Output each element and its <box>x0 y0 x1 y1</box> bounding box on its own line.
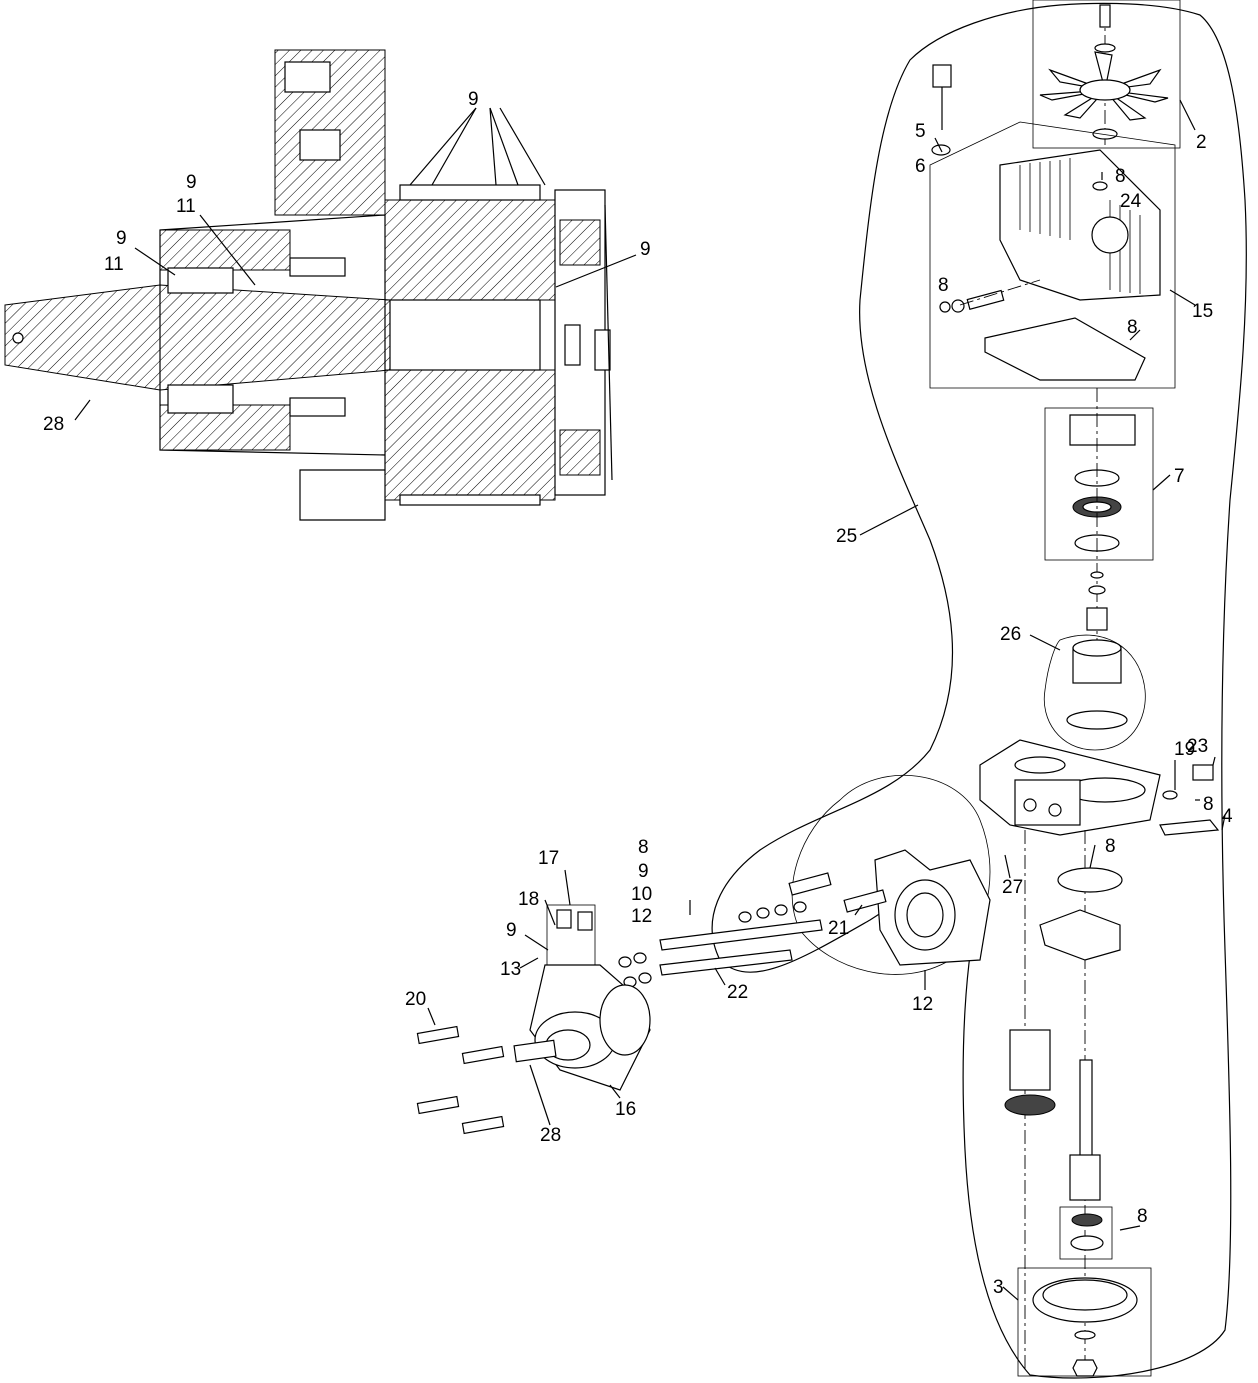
callout-20: 20 <box>405 989 426 1010</box>
dipstick <box>931 64 952 156</box>
callout-22: 22 <box>727 982 748 1003</box>
callout-11: 11 <box>104 254 124 275</box>
callout-9: 9 <box>506 920 517 941</box>
reservoir-housing <box>929 121 1176 389</box>
callout-4: 4 <box>1222 806 1233 827</box>
callout-28: 28 <box>43 414 64 435</box>
callout-12: 12 <box>631 906 652 927</box>
output-shaft <box>1059 1059 1113 1260</box>
callout-9: 9 <box>116 228 127 249</box>
callout-25: 25 <box>836 526 857 547</box>
callout-11: 11 <box>176 196 196 217</box>
callout-3: 3 <box>993 1277 1004 1298</box>
callout-8: 8 <box>938 275 949 296</box>
callout-18: 18 <box>518 889 539 910</box>
callout-9: 9 <box>468 89 479 110</box>
valve-block <box>513 904 651 1091</box>
callout-13: 13 <box>500 959 521 980</box>
callout-10: 10 <box>631 884 652 905</box>
callout-21: 21 <box>828 918 849 939</box>
cylinder-block <box>1043 571 1146 751</box>
pump-plate <box>1039 909 1121 961</box>
callout-8: 8 <box>1105 836 1116 857</box>
callout-8: 8 <box>1115 166 1126 187</box>
callout-8: 8 <box>638 837 649 858</box>
callout-19: 19 <box>1174 739 1195 760</box>
callout-5: 5 <box>915 121 926 142</box>
callout-2: 2 <box>1196 132 1207 153</box>
callout-24: 24 <box>1120 191 1142 212</box>
callout-9: 9 <box>186 172 197 193</box>
callout-7: 7 <box>1174 466 1185 487</box>
callout-labels: 9 9 11 9 11 9 28 2 5 6 8 24 8 15 8 7 25 … <box>43 89 1233 1298</box>
o-rings <box>618 901 807 988</box>
center-section <box>979 739 1220 1370</box>
cooling-fan <box>1032 0 1181 149</box>
housing-12 <box>874 849 991 966</box>
callout-9: 9 <box>640 239 651 260</box>
pulley <box>1017 1267 1152 1377</box>
callout-27: 27 <box>1002 877 1023 898</box>
callout-23: 23 <box>1187 736 1208 757</box>
cross-section-view <box>4 49 613 521</box>
gasket-8 <box>1057 867 1123 893</box>
callout-17: 17 <box>538 848 559 869</box>
bolts-20 <box>416 1025 505 1135</box>
callout-12: 12 <box>912 994 933 1015</box>
filter <box>1004 1029 1056 1116</box>
transfer-tubes <box>659 872 887 976</box>
callout-8: 8 <box>1203 794 1214 815</box>
callout-6: 6 <box>915 156 926 177</box>
assembly-outline-25 <box>711 2 1247 1379</box>
callout-8: 8 <box>1137 1206 1148 1227</box>
callout-16: 16 <box>615 1099 636 1120</box>
thrust-bearing-group <box>1044 388 1154 640</box>
callout-9: 9 <box>638 861 649 882</box>
callout-28: 28 <box>540 1125 561 1146</box>
callout-15: 15 <box>1192 301 1213 322</box>
callout-8: 8 <box>1127 317 1138 338</box>
callout-26: 26 <box>1000 624 1021 645</box>
leader-lines <box>74 99 1226 1301</box>
